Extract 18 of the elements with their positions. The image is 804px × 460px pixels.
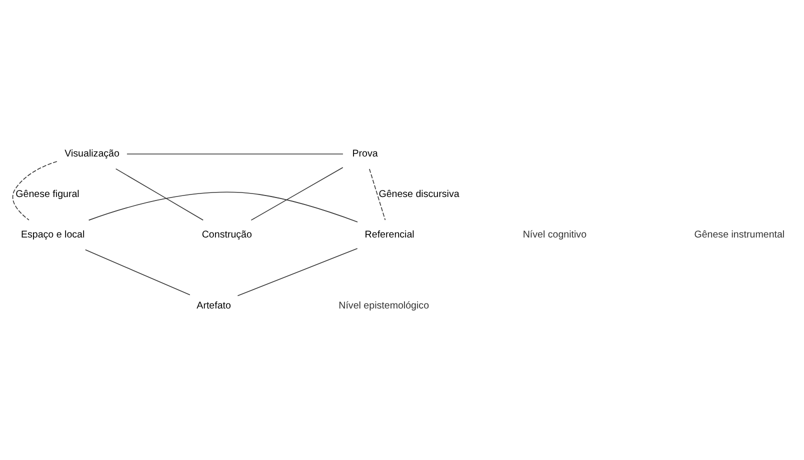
connector bbox=[250, 167, 344, 221]
label: Gênese instrumental bbox=[694, 229, 785, 240]
connector bbox=[84, 249, 190, 296]
connector bbox=[237, 248, 358, 296]
connector bbox=[88, 192, 358, 222]
node-text: Prova bbox=[352, 148, 378, 160]
node-text: Construção bbox=[202, 229, 252, 240]
node-text: Artefato bbox=[196, 300, 231, 312]
connector bbox=[115, 168, 204, 220]
connector bbox=[12, 161, 58, 220]
edge-label: Gênese figural bbox=[16, 188, 80, 200]
edge-label: Gênese discursiva bbox=[378, 188, 460, 200]
node-text: Referencial bbox=[364, 229, 414, 240]
label: Nível cognitivo bbox=[522, 229, 587, 240]
label: Nível epistemológico bbox=[338, 300, 430, 312]
node-text: Espaço e local bbox=[20, 229, 85, 240]
connector bbox=[369, 168, 386, 220]
node-text: Visualização bbox=[64, 148, 120, 160]
